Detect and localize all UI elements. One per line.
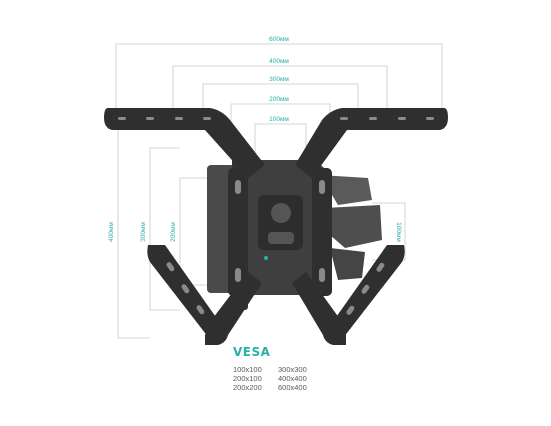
dim-300-label: 300мм (269, 76, 289, 83)
dim-400-label: 400мм (269, 58, 289, 65)
dim-300-line (202, 83, 359, 125)
dim-400-line (172, 65, 388, 115)
mounting-slots (118, 117, 434, 315)
dim-v200-line (179, 177, 210, 286)
vesa-sizes-list: 100x100 300x300 200x100 400x400 200x200 … (233, 365, 323, 392)
dim-600-label: 600мм (269, 36, 289, 43)
vertical-rail-right (312, 168, 332, 296)
horizontal-dimensions: 600мм 400мм 300мм 200мм 100мм (115, 36, 443, 160)
dim-v400-label: 400мм (108, 222, 115, 242)
vesa-size: 300x300 (278, 365, 307, 374)
dim-600-line (115, 43, 443, 110)
mount-body (104, 108, 448, 345)
dim-100-label: 100мм (269, 116, 289, 123)
vesa-bracket (104, 108, 448, 345)
vesa-size: 100x100 (233, 365, 262, 374)
dim-v300-label: 300мм (140, 222, 147, 242)
arm-upper-right (295, 108, 448, 178)
vesa-size: 200x200 (233, 383, 262, 392)
dim-100-line (254, 123, 307, 160)
arm-lower-left (147, 245, 225, 342)
vertical-rail-left (228, 168, 248, 296)
arm-middle (325, 205, 382, 248)
vesa-size: 400x400 (278, 374, 307, 383)
arm-upper-left (104, 108, 265, 178)
dim-v100-label: 100мм (395, 222, 402, 242)
arm-upper (320, 175, 372, 205)
dim-v300-line (149, 147, 180, 311)
pivot-hole (271, 203, 291, 223)
vesa-size: 200x100 (233, 374, 262, 383)
arm-lower (330, 248, 365, 280)
vesa-title: VESA (233, 345, 271, 359)
arm-lower-right (327, 245, 405, 342)
vertical-dimensions: 400мм 300мм 200мм 100мм (108, 124, 406, 339)
lock-slot (268, 232, 294, 244)
dim-200-label: 200мм (269, 96, 289, 103)
dim-v200-label: 200мм (170, 222, 177, 242)
vesa-size: 600x400 (278, 383, 307, 392)
level-indicator-icon (264, 256, 268, 260)
